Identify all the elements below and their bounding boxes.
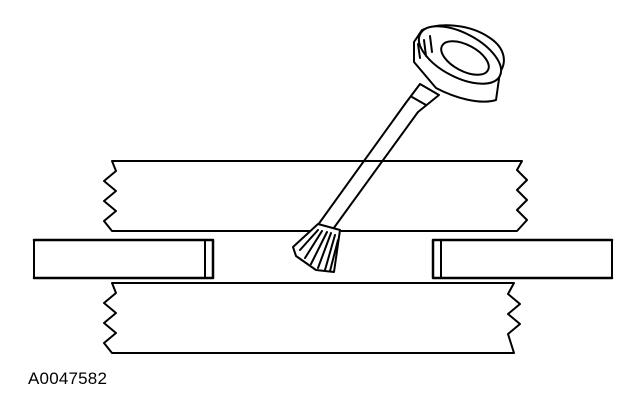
upper-block bbox=[103, 160, 528, 232]
panel-left bbox=[33, 239, 214, 279]
panel-left-edge bbox=[32, 238, 215, 280]
tool-shaft bbox=[314, 83, 440, 237]
panel-right bbox=[432, 239, 613, 279]
tool-knob-icon bbox=[413, 24, 505, 103]
lower-block bbox=[103, 282, 521, 354]
panel-right-edge bbox=[431, 238, 614, 280]
figure-id-label: A0047582 bbox=[28, 369, 108, 388]
burr-head-icon bbox=[292, 223, 341, 273]
